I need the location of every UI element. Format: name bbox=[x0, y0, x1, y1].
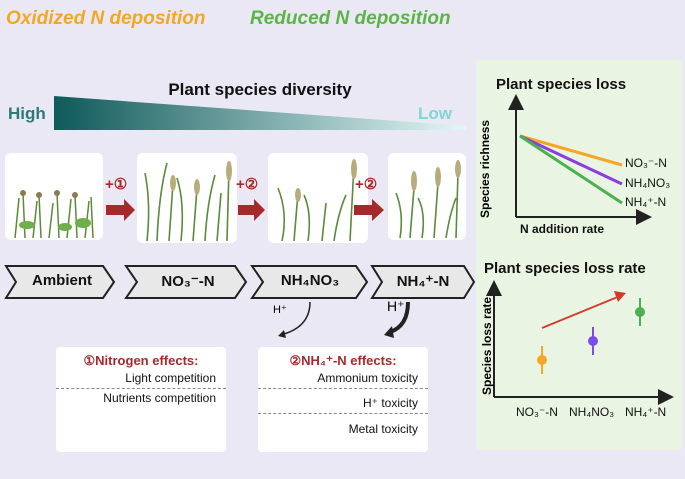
stage-ambient: Ambient bbox=[32, 272, 92, 289]
nitrogen-effect-arrow-label: +① bbox=[105, 176, 128, 193]
series-label-nh4no3: NH₄NO₃ bbox=[625, 176, 671, 190]
nh4-effects-title: ②NH₄⁺-N effects: bbox=[289, 353, 397, 368]
nh4no3-plants-image bbox=[268, 153, 368, 243]
loss-ylabel: Species richness bbox=[478, 119, 492, 218]
results-panel bbox=[476, 60, 682, 450]
high-label: High bbox=[8, 104, 46, 123]
rate-chart-title: Plant species loss rate bbox=[484, 260, 646, 277]
rate-point-0 bbox=[537, 355, 547, 365]
diversity-gradient bbox=[54, 96, 466, 130]
ambient-plants-image bbox=[5, 153, 103, 240]
nh4-plants-image bbox=[388, 153, 466, 240]
rate-point-1 bbox=[588, 336, 598, 346]
stage-chevrons bbox=[4, 265, 476, 299]
nitrogen-effect-item: Nutrients competition bbox=[103, 391, 216, 405]
loss-line-2 bbox=[519, 134, 623, 205]
series-label-nh4: NH₄⁺-N bbox=[625, 195, 667, 209]
no3-plants-image bbox=[137, 153, 237, 243]
nh4-effect-item: Metal toxicity bbox=[348, 422, 418, 436]
nitrogen-effects-box: ①Nitrogen effects: Light competition Nut… bbox=[56, 347, 226, 452]
nh4-effect-item: Ammonium toxicity bbox=[258, 369, 428, 389]
oxidized-title: Oxidized N deposition bbox=[6, 8, 206, 29]
nitrogen-effect-item: Light competition bbox=[56, 369, 226, 389]
proton-arrows bbox=[278, 301, 410, 338]
rate-ylabel: Species loss rate bbox=[480, 296, 494, 395]
stage-no3: NO₃⁻-N bbox=[161, 273, 215, 290]
proton-label-1: H⁺ bbox=[273, 304, 287, 316]
reduced-title: Reduced N deposition bbox=[250, 8, 451, 29]
rate-cat-nh4no3: NH₄NO₃ bbox=[569, 405, 615, 419]
stage-nh4: NH₄⁺-N bbox=[396, 273, 450, 290]
low-label: Low bbox=[418, 104, 452, 123]
nh4-effects-box: ②NH₄⁺-N effects: Ammonium toxicity H⁺ to… bbox=[258, 347, 428, 452]
loss-chart-title: Plant species loss bbox=[496, 76, 627, 93]
nitrogen-effects-title: ①Nitrogen effects: bbox=[83, 353, 199, 368]
results-charts bbox=[486, 94, 674, 405]
nh4-effect-arrow-label-1: +② bbox=[236, 176, 259, 193]
nh4-effect-arrow-label-2: +② bbox=[355, 176, 378, 193]
rate-cat-nh4: NH₄⁺-N bbox=[625, 405, 667, 419]
rate-cat-no3: NO₃⁻-N bbox=[516, 405, 558, 419]
series-label-no3: NO₃⁻-N bbox=[625, 156, 667, 170]
stage-nh4no3: NH₄NO₃ bbox=[280, 272, 340, 289]
loss-xlabel: N addition rate bbox=[520, 222, 605, 236]
loss-line-0 bbox=[519, 134, 623, 167]
proton-label-2: H⁺ bbox=[387, 298, 405, 314]
diversity-title: Plant species diversity bbox=[168, 80, 352, 99]
rate-point-2 bbox=[635, 307, 645, 317]
nh4-effect-item: H⁺ toxicity bbox=[258, 389, 428, 414]
loss-line-1 bbox=[519, 134, 623, 186]
